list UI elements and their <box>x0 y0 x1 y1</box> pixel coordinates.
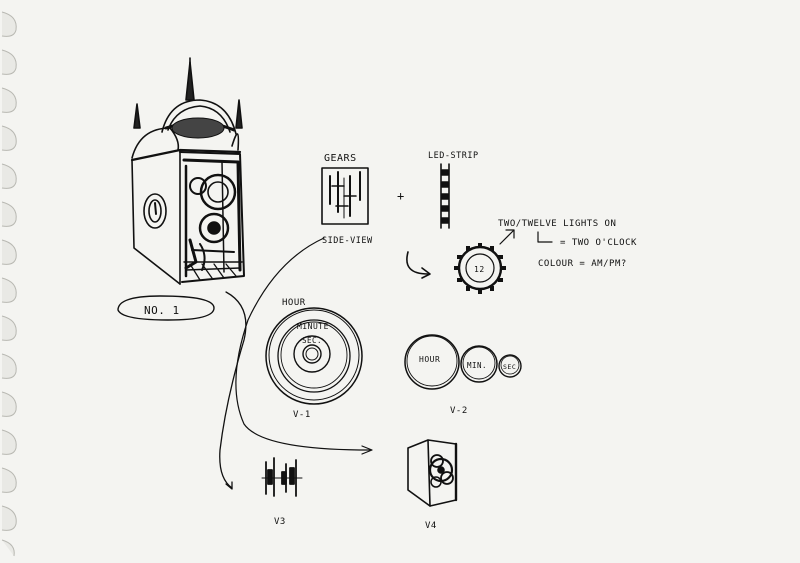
led-strip: LED-STRIP <box>428 151 479 228</box>
v2-hour-label: HOUR <box>419 355 440 364</box>
note-line2: = TWO O'CLOCK <box>560 238 637 248</box>
v3-gear-stack: V3 <box>262 458 302 527</box>
label-no1-text: NO. 1 <box>144 304 180 317</box>
v1-label: V-1 <box>293 410 311 420</box>
led-face-number: 12 <box>474 265 485 274</box>
led-clock-face: 12 <box>454 243 506 294</box>
led-note: TWO/TWELVE LIGHTS ON = TWO O'CLOCK COLOU… <box>498 219 637 269</box>
gears-title: GEARS <box>324 153 357 164</box>
note-return-arrow <box>538 232 552 242</box>
note-line3: COLOUR = AM/PM? <box>538 259 627 269</box>
note-line1: TWO/TWELVE LIGHTS ON <box>498 219 616 229</box>
v1-concentric-dials: HOUR MINUTE SEC. V-1 <box>266 298 362 420</box>
v2-label: V-2 <box>450 406 468 416</box>
plus-sign: + <box>397 189 405 203</box>
v4-cube-gears: V4 <box>408 440 456 531</box>
flow-curve-to-v3 <box>220 292 246 488</box>
v1-minute-label: MINUTE <box>297 322 329 331</box>
tower-clock-sketch <box>132 58 244 284</box>
binding-holes <box>2 12 16 556</box>
v2-sec-label: SEC <box>503 363 516 371</box>
gears-side-view: GEARS SIDE-VIEW <box>322 153 373 246</box>
side-view-label: SIDE-VIEW <box>322 236 373 246</box>
arrow-to-note <box>500 230 514 244</box>
v2-separate-dials: HOUR MIN. SEC V-2 <box>405 335 521 416</box>
v3-label: V3 <box>274 517 286 527</box>
v2-min-label: MIN. <box>467 361 487 370</box>
led-strip-title: LED-STRIP <box>428 151 479 161</box>
v4-label: V4 <box>425 521 437 531</box>
label-no1: NO. 1 <box>118 296 214 320</box>
v1-sec-label: SEC. <box>302 336 322 345</box>
v1-hour-label: HOUR <box>282 298 306 308</box>
